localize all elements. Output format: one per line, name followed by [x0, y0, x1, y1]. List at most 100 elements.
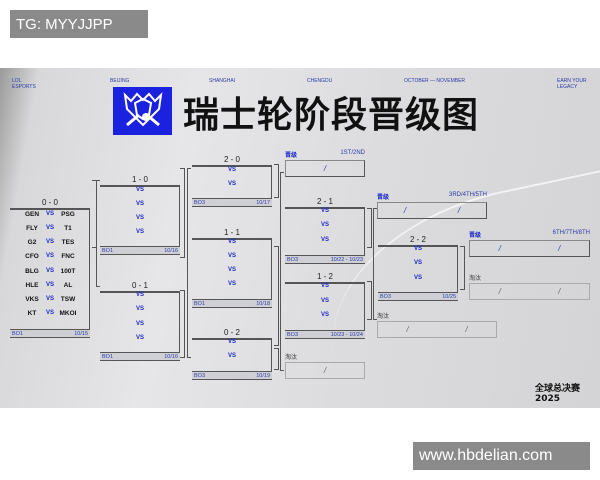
vs-label: VS: [45, 296, 54, 302]
team-slot: /: [323, 366, 327, 375]
team-name: G2: [27, 239, 37, 246]
vs-label: VS: [227, 181, 236, 187]
match-format: BO3: [287, 256, 299, 263]
advance-label: 晋级: [285, 153, 298, 159]
vs-label: VS: [135, 187, 144, 193]
vs-label: VS: [320, 208, 329, 214]
match-box: [378, 245, 458, 293]
vs-label: VS: [45, 225, 54, 231]
result-slots: //: [469, 283, 590, 300]
advance-rank: 3RD/4TH/5TH: [448, 192, 487, 198]
team-name: FLY: [26, 225, 38, 232]
stage-divider: [285, 282, 365, 284]
match-format: BO3: [194, 199, 206, 206]
team-name: CFO: [25, 253, 39, 260]
eliminated-label: 淘汰: [377, 314, 390, 320]
match-date: 10/15: [74, 330, 88, 337]
team-slot: /: [406, 325, 409, 334]
eliminated-label: 淘汰: [285, 355, 298, 361]
vs-label: VS: [45, 268, 54, 274]
stage-footer: BO1 10/15: [10, 330, 90, 338]
vs-label: VS: [45, 239, 54, 245]
worlds-logo: [113, 87, 172, 135]
vs-label: VS: [413, 260, 422, 266]
header-dates: OCTOBER — NOVEMBER: [404, 78, 466, 84]
team-name: VKS: [25, 296, 39, 303]
bracket-connector: [367, 281, 372, 320]
match-format: BO1: [102, 353, 114, 360]
bracket-connector: [274, 348, 279, 370]
vs-label: VS: [227, 281, 236, 287]
stage-divider: [378, 245, 458, 247]
vs-label: VS: [135, 292, 144, 298]
vs-label: VS: [227, 353, 236, 359]
match-format: BO3: [287, 331, 299, 338]
team-slot: /: [465, 325, 468, 334]
team-name: TSW: [60, 296, 76, 303]
header-city-beijing: BEIJING: [110, 78, 130, 84]
advance-rank: 1ST/2ND: [340, 150, 365, 156]
vs-label: VS: [320, 298, 329, 304]
footer-logo: 全球总决赛 2025: [535, 384, 581, 404]
watermark-top: TG: MYYJJPP: [10, 10, 148, 38]
vs-label: VS: [135, 321, 144, 327]
vs-label: VS: [320, 283, 329, 289]
bracket-connector: [187, 168, 191, 358]
match-box: [100, 185, 180, 247]
stage-divider: [192, 165, 272, 167]
match-date: 10/18: [256, 300, 270, 307]
bracket-connector: [180, 290, 185, 358]
stage-record: 0 - 1: [131, 281, 148, 290]
vs-label: VS: [45, 253, 54, 259]
team-slot: /: [498, 244, 501, 253]
vs-label: VS: [227, 239, 236, 245]
result-slots: /: [285, 160, 365, 177]
team-name: PSG: [61, 211, 75, 218]
bracket-connector: [280, 172, 284, 371]
header-city-shanghai: SHANGHAI: [209, 78, 236, 84]
result-slots: /: [285, 362, 365, 379]
match-box: [100, 291, 180, 353]
vs-label: VS: [45, 282, 54, 288]
vs-label: VS: [320, 237, 329, 243]
vs-label: VS: [413, 275, 422, 281]
team-name: BLG: [25, 268, 39, 275]
team-name: AL: [63, 282, 73, 289]
match-format: BO3: [194, 372, 206, 379]
vs-label: VS: [227, 267, 236, 273]
vs-label: VS: [135, 306, 144, 312]
advance-rank: 6TH/7TH/8TH: [552, 230, 590, 236]
bracket-connector: [180, 168, 185, 258]
stage-footer: BO3 10/19: [192, 372, 272, 380]
bracket-connector: [367, 208, 372, 248]
advance-label: 晋级: [469, 233, 482, 239]
slogan-line-1: EARN YOUR: [557, 78, 587, 84]
vs-label: VS: [320, 312, 329, 318]
result-slots: //: [469, 240, 590, 257]
stage-record: 0 - 2: [223, 328, 240, 337]
stage-footer: BO3 10/17: [192, 199, 272, 207]
eliminated-label: 淘汰: [469, 276, 482, 282]
match-format: BO1: [194, 300, 206, 307]
bracket-connector: [274, 246, 279, 346]
stage-record: 1 - 1: [223, 228, 240, 237]
match-box: [192, 238, 272, 300]
match-date: 10/19: [256, 372, 270, 379]
match-date: 10/16: [164, 247, 178, 254]
team-slot: /: [403, 206, 407, 215]
match-date: 10/17: [256, 199, 270, 206]
match-box: [192, 165, 272, 199]
match-format: BO1: [12, 330, 24, 337]
org-line-1: LOL: [12, 78, 22, 84]
match-box: [285, 207, 365, 256]
page-title: 瑞士轮阶段晋级图: [183, 95, 480, 136]
stage-record: 1 - 2: [316, 272, 333, 281]
team-slot: /: [558, 244, 561, 253]
watermark-bottom: www.hbdelian.com: [413, 442, 590, 470]
team-name: TES: [61, 239, 75, 246]
